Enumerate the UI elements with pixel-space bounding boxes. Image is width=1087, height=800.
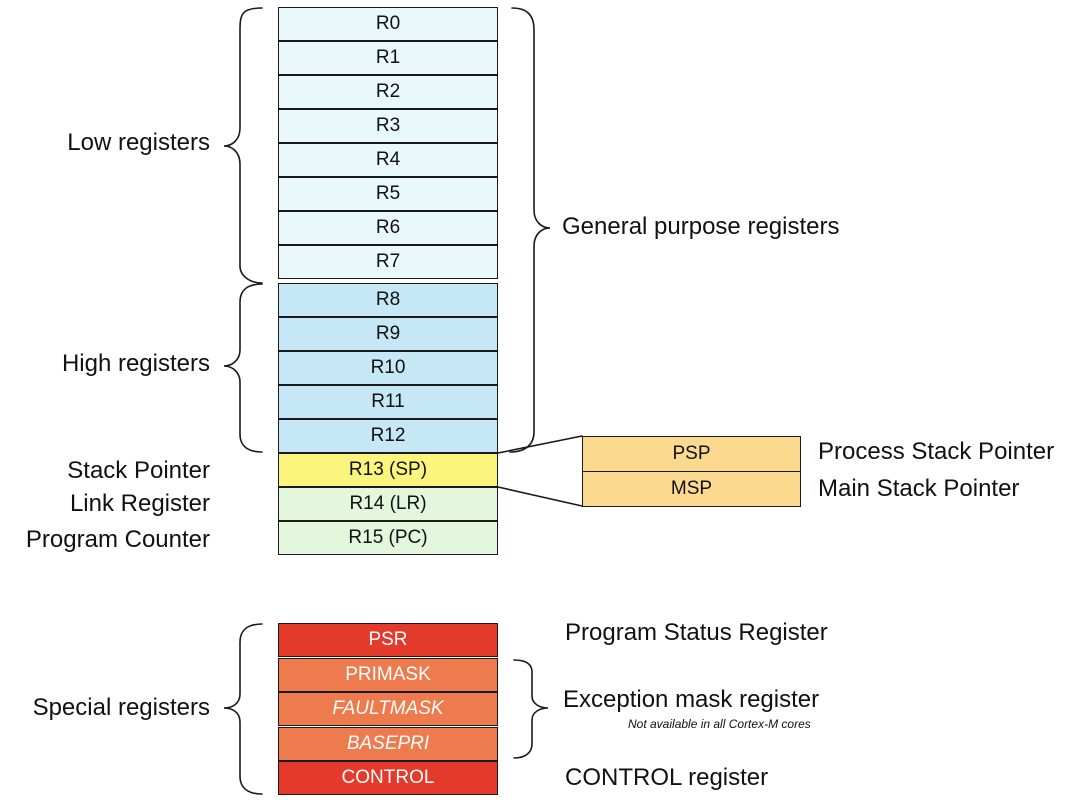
register-primask: PRIMASK: [278, 658, 498, 692]
register-basepri: BASEPRI: [278, 727, 498, 761]
register-r3: R3: [278, 109, 498, 143]
sp-to-msp-connector: [497, 486, 583, 507]
register-control: CONTROL: [278, 761, 498, 795]
register-r1: R1: [278, 41, 498, 75]
low-registers-label: Low registers: [67, 129, 210, 156]
register-r13-sp: R13 (SP): [278, 453, 498, 487]
high-registers-label: High registers: [61, 350, 210, 377]
register-r12: R12: [278, 419, 498, 453]
register-r10: R10: [278, 351, 498, 385]
register-faultmask: FAULTMASK: [278, 692, 498, 726]
register-r9: R9: [278, 317, 498, 351]
exception-mask-register-label: Exception mask register: [563, 686, 820, 713]
register-r0: R0: [278, 7, 498, 41]
control-register-label: CONTROL register: [565, 764, 769, 791]
register-r4: R4: [278, 143, 498, 177]
program-status-register-label: Program Status Register: [565, 619, 828, 646]
low-registers-brace: [223, 7, 263, 284]
program-counter-label: Program Counter: [25, 526, 210, 553]
stack-pointer-label: Stack Pointer: [67, 457, 210, 484]
high-registers-brace: [223, 283, 263, 453]
link-register-label: Link Register: [69, 490, 210, 517]
register-r8: R8: [278, 283, 498, 317]
process-stack-pointer-label: Process Stack Pointer: [818, 438, 1055, 465]
register-r5: R5: [278, 177, 498, 211]
register-r15-pc: R15 (PC): [278, 521, 498, 555]
general-purpose-brace: [509, 7, 551, 453]
exception-mask-brace: [513, 659, 549, 759]
sp-to-psp-connector: [497, 435, 583, 454]
register-msp: MSP: [582, 471, 801, 507]
general-purpose-registers-label: General purpose registers: [562, 213, 840, 240]
register-r11: R11: [278, 385, 498, 419]
register-r2: R2: [278, 75, 498, 109]
register-psr: PSR: [278, 623, 498, 657]
register-r7: R7: [278, 245, 498, 279]
register-psp: PSP: [582, 436, 801, 472]
mask-availability-note: Not available in all Cortex-M cores: [628, 717, 811, 731]
special-registers-brace: [223, 623, 263, 795]
main-stack-pointer-label: Main Stack Pointer: [818, 475, 1020, 502]
special-registers-label: Special registers: [32, 694, 210, 721]
register-r14-lr: R14 (LR): [278, 487, 498, 521]
register-r6: R6: [278, 211, 498, 245]
